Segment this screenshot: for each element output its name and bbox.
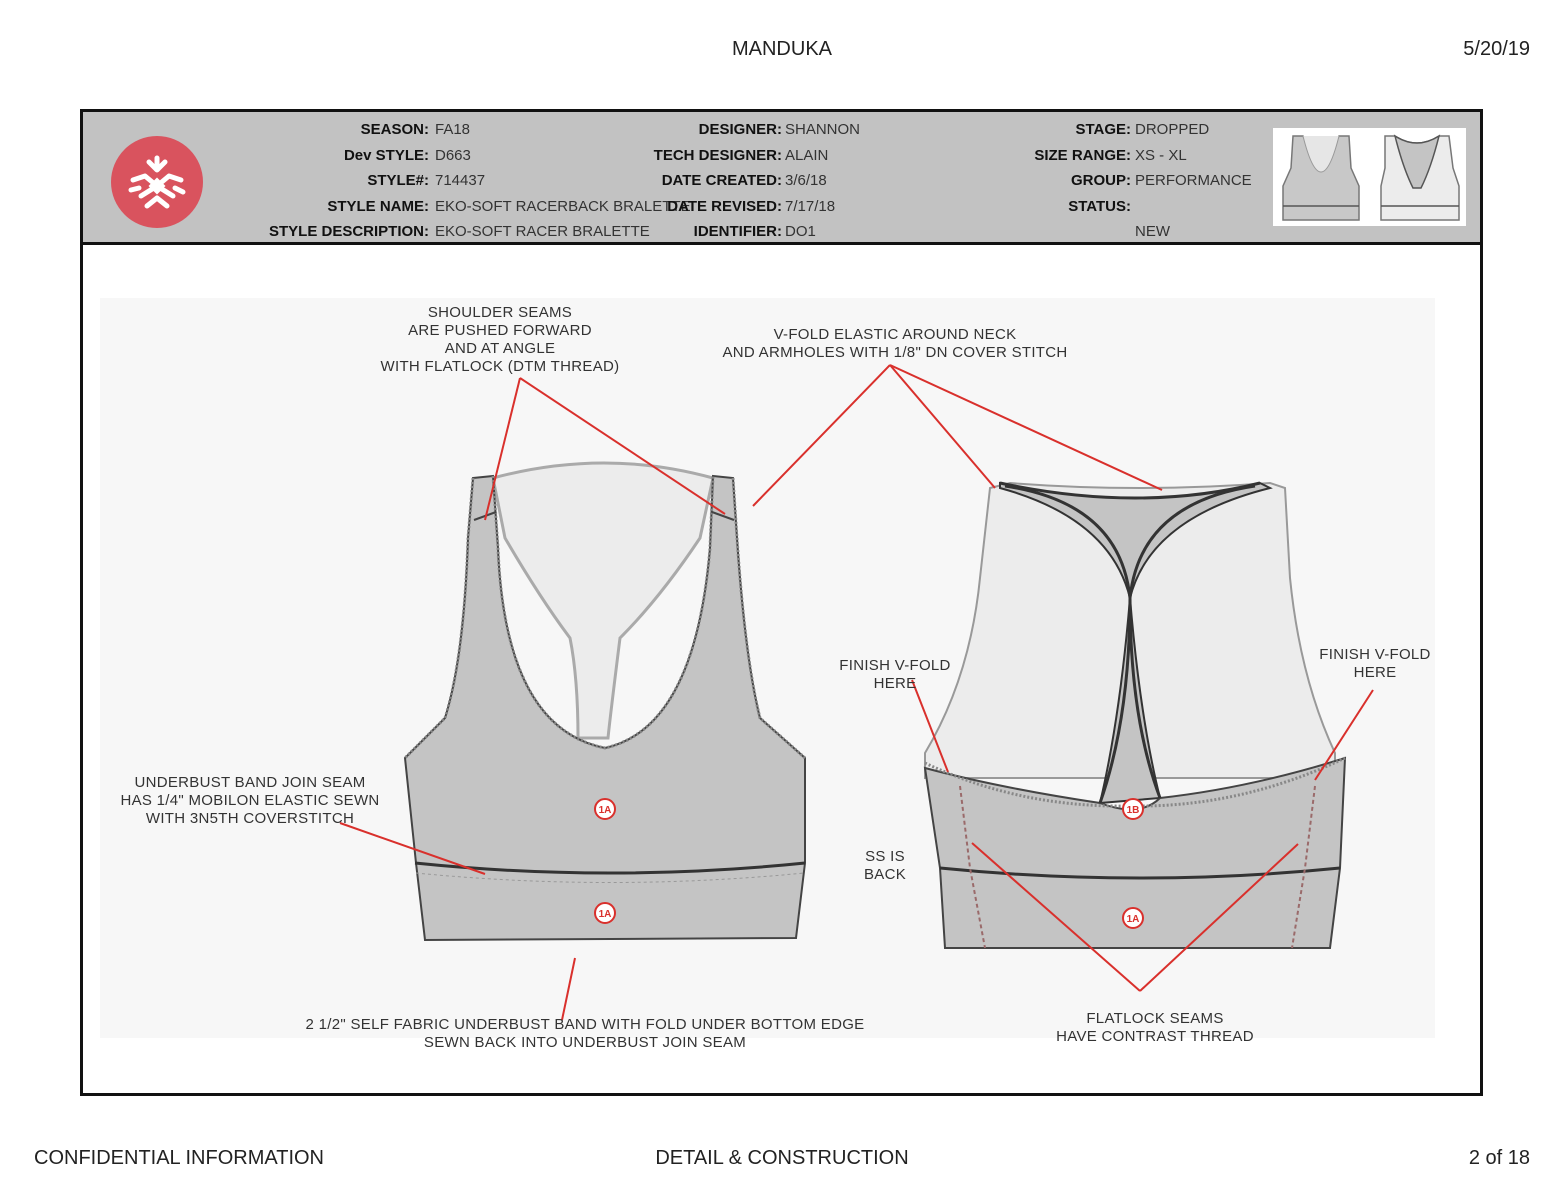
garment-sketches: 1A 1A 1B 1A: [339, 364, 1374, 1021]
back-band-marker-label: 1A: [1127, 914, 1140, 925]
brand-title: MANDUKA: [731, 38, 832, 60]
annotation-flatlock-seams: FLATLOCK SEAMS HAVE CONTRAST THREAD: [1056, 1010, 1254, 1045]
identifier-label: IDENTIFIER:: [693, 223, 782, 240]
back-view-sketch: [923, 481, 1347, 949]
front-band-marker-label: 1A: [599, 909, 612, 920]
thumbnail-front: [1282, 135, 1360, 221]
thumbnail-sketches: [1282, 134, 1460, 221]
style-number-label: STYLE#:: [367, 172, 429, 189]
front-band-marker: [594, 902, 616, 924]
date-revised-label: DATE REVISED:: [667, 198, 782, 215]
annotation-underbust-band: 2 1/2" SELF FABRIC UNDERBUST BAND WITH F…: [305, 1016, 865, 1051]
annotation-underbust-seam: UNDERBUST BAND JOIN SEAM HAS 1/4" MOBILO…: [120, 774, 380, 827]
date-created-value: 3/6/18: [785, 172, 827, 189]
date-revised-value: 7/17/18: [785, 198, 836, 215]
style-number-value: 714437: [435, 172, 486, 189]
date-created-label: DATE CREATED:: [661, 172, 782, 189]
info-bar: SEASON: FA18 Dev STYLE: D663 STYLE#: 714…: [83, 112, 1480, 245]
logo-figure-icon: [128, 155, 186, 209]
style-name-value: EKO-SOFT RACERBACK BRALETTE: [435, 198, 691, 215]
document-date: 5/20/19: [1463, 38, 1530, 60]
annotation-shoulder-seams: SHOULDER SEAMS ARE PUSHED FORWARD AND AT…: [380, 304, 620, 375]
technical-drawing-area: 1A 1A 1B 1A SHOULDER SEAMS ARE PUSHED FO…: [100, 298, 1435, 1051]
dev-style-label: Dev STYLE:: [343, 147, 429, 164]
front-view-sketch: [403, 461, 806, 942]
stage-label: STAGE:: [1075, 121, 1131, 138]
annotation-finish-vfold-right: FINISH V-FOLD HERE: [1319, 646, 1431, 681]
front-body-marker-label: 1A: [599, 805, 612, 816]
footer-confidential: CONFIDENTIAL INFORMATION: [34, 1147, 324, 1169]
status-new-value: NEW: [1135, 223, 1170, 240]
tech-designer-label: TECH DESIGNER:: [653, 147, 782, 164]
part-markers: 1A 1A 1B 1A: [594, 798, 1144, 929]
style-description-value: EKO-SOFT RACER BRALETTE: [435, 223, 650, 240]
dev-style-value: D663: [435, 147, 471, 164]
group-label: GROUP:: [1071, 172, 1131, 189]
footer-section-title: DETAIL & CONSTRUCTION: [655, 1147, 909, 1169]
style-description-label: STYLE DESCRIPTION:: [268, 223, 429, 240]
garment-thumbnails: [1273, 128, 1466, 226]
back-body-marker: [1122, 798, 1144, 820]
size-range-label: SIZE RANGE:: [1034, 147, 1131, 164]
season-value: FA18: [435, 121, 471, 138]
identifier-value: DO1: [785, 223, 816, 240]
style-name-label: STYLE NAME:: [327, 198, 429, 215]
back-body-marker-label: 1B: [1127, 805, 1140, 816]
annotation-v-fold-elastic: V-FOLD ELASTIC AROUND NECK AND ARMHOLES …: [722, 326, 1068, 361]
spec-sheet-frame: SEASON: FA18 Dev STYLE: D663 STYLE#: 714…: [80, 109, 1483, 1096]
season-label: SEASON:: [360, 121, 429, 138]
group-value: PERFORMANCE: [1135, 172, 1252, 189]
manduka-logo-icon: [111, 136, 203, 228]
thumbnail-back: [1380, 134, 1460, 221]
front-body-marker: [594, 798, 616, 820]
stage-value: DROPPED: [1135, 121, 1210, 138]
footer-page-number: 2 of 18: [1468, 1147, 1530, 1169]
tech-designer-value: ALAIN: [785, 147, 829, 164]
size-range-value: XS - XL: [1135, 147, 1187, 164]
designer-label: DESIGNER:: [698, 121, 782, 138]
annotation-finish-vfold-left: FINISH V-FOLD HERE: [839, 657, 951, 692]
status-label: STATUS:: [1068, 198, 1131, 215]
designer-value: SHANNON: [785, 121, 861, 138]
annotation-leader-lines: [339, 364, 1374, 1021]
annotation-ss-is-back: SS IS BACK: [863, 848, 907, 883]
back-band-marker: [1122, 907, 1144, 929]
